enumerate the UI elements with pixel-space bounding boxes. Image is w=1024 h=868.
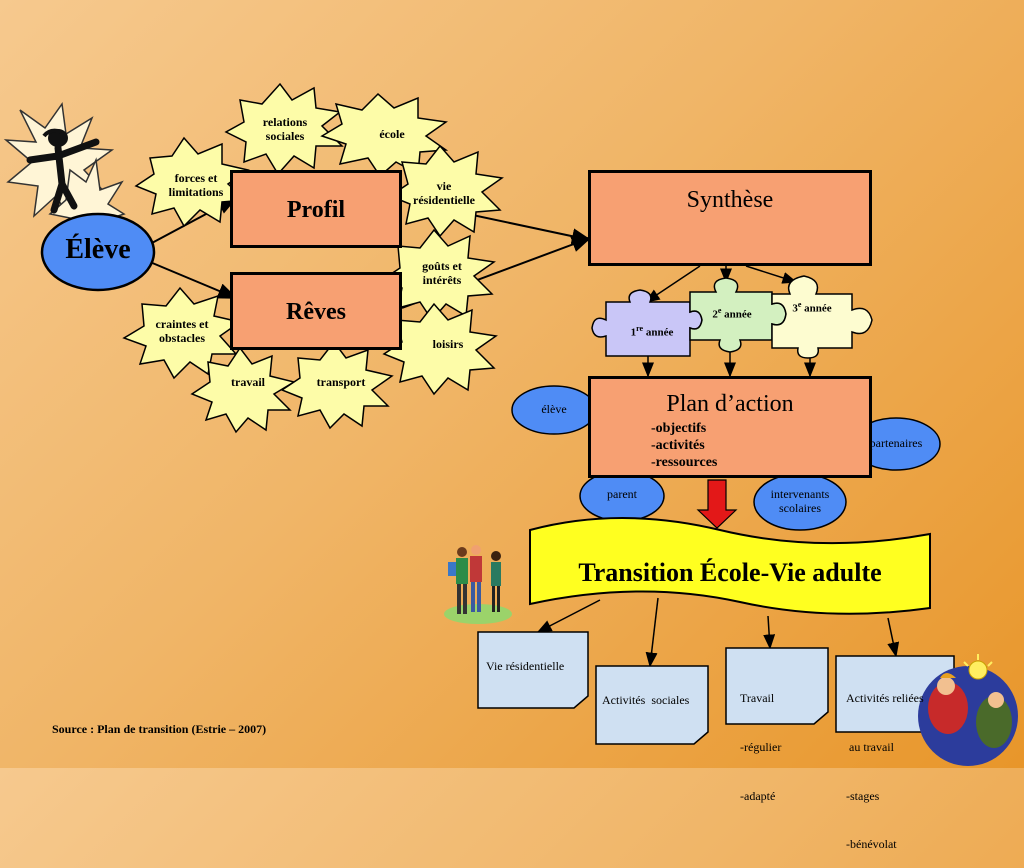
arrow-transition-reliees xyxy=(887,617,900,658)
dancer-illustration xyxy=(3,102,126,244)
actor-eleve-label: élève xyxy=(541,402,567,416)
burst-loisirs xyxy=(382,302,498,396)
source-caption: Source : Plan de transition (Estrie – 20… xyxy=(52,722,267,736)
burst-group xyxy=(122,82,504,434)
burst-loisirs-label: loisirs xyxy=(432,337,464,351)
burst-transport xyxy=(280,340,394,430)
plan-box: Plan d’action -objectifs -activités -res… xyxy=(588,376,872,478)
transition-title: Transition École-Vie adulte xyxy=(578,558,882,587)
burst-vie xyxy=(388,144,504,238)
outcome-vie: Vie résidentielle xyxy=(486,659,565,673)
burst-travail-label: travail xyxy=(231,375,265,389)
outcome-activites: Activités sociales xyxy=(602,693,690,707)
arrow-transition-vie xyxy=(536,599,601,633)
eleve-ellipse xyxy=(40,212,156,292)
burst-vie-label: vie résidentielle xyxy=(413,179,475,207)
burst-ecole-label: école xyxy=(379,127,405,141)
outcome-travail: Travail -régulier -adapté xyxy=(740,691,782,803)
burst-gouts-label: goûts et intérêts xyxy=(422,259,462,287)
synthese-label: Synthèse xyxy=(686,187,774,213)
note-vie-shape xyxy=(477,631,589,709)
burst-transport-label: transport xyxy=(316,375,366,389)
burst-craintes-label: craintes et obstacles xyxy=(155,317,209,345)
diagram-canvas xyxy=(3,82,1018,766)
puzzle-y3 xyxy=(771,275,873,359)
burst-travail xyxy=(190,346,296,434)
profil-box: Profil xyxy=(230,170,402,248)
burst-relations-label: relations sociales xyxy=(262,115,308,143)
plan-item: -activités xyxy=(651,437,705,453)
arrow-eleve-reves xyxy=(149,261,238,299)
actor-partenaires-label: partenaires xyxy=(869,436,923,450)
burst-craintes xyxy=(122,286,242,380)
outcome-activites-reliees: Activités reliées au travail -stages -bé… xyxy=(846,691,924,852)
year-2-label: 2e année xyxy=(712,306,752,321)
transition-banner xyxy=(529,517,931,615)
red-down-arrow xyxy=(696,479,738,529)
year-1-label: 1re année xyxy=(630,324,674,339)
burst-gouts xyxy=(380,228,496,322)
people-illustration xyxy=(444,545,512,624)
plan-item: -objectifs xyxy=(651,421,707,436)
arrow-synthese-y1 xyxy=(644,265,701,303)
burst-relations xyxy=(224,82,344,176)
burst-ecole xyxy=(320,92,449,178)
profil-label: Profil xyxy=(286,197,346,223)
actor-parent-label: parent xyxy=(607,487,637,501)
puzzle-y1 xyxy=(591,289,703,357)
reves-label: Rêves xyxy=(286,299,346,325)
year-3-label: 3e année xyxy=(792,300,832,315)
synthese-box: Synthèse xyxy=(588,170,872,266)
note-travail-shape xyxy=(725,647,829,725)
plan-item: -ressources xyxy=(651,454,718,470)
eleve-label: Élève xyxy=(65,234,131,265)
actor-intervenants-label: intervenants scolaires xyxy=(770,487,830,515)
reves-box: Rêves xyxy=(230,272,402,350)
arrow-synthese-y3 xyxy=(745,265,798,284)
idea-illustration xyxy=(918,654,1018,766)
plan-title: Plan d’action xyxy=(666,391,794,417)
plan-items: -objectifs -activités -ressources xyxy=(651,421,717,471)
burst-forces-label: forces et limitations xyxy=(168,171,224,199)
burst-forces xyxy=(134,136,250,228)
arrow-transition-activites xyxy=(645,597,659,668)
arrow-transition-travail xyxy=(763,615,776,650)
note-activites-shape xyxy=(595,665,709,745)
